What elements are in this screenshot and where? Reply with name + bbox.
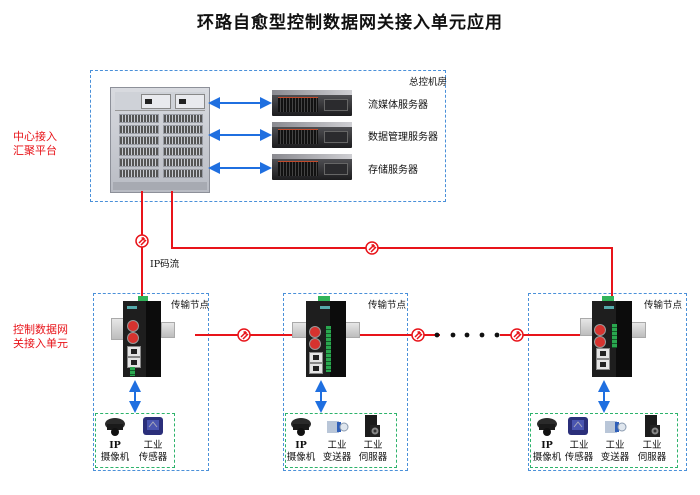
ring-line-return xyxy=(171,191,613,298)
ip-camera-icon xyxy=(105,418,125,436)
device-group xyxy=(530,413,678,468)
ellipsis-dot xyxy=(434,332,440,338)
device-label: 工业伺服器 xyxy=(637,440,667,463)
industrial-servo-icon xyxy=(645,415,660,437)
node-label: 传输节点 xyxy=(644,300,683,311)
device-group xyxy=(285,413,397,468)
gateway-converter-icon xyxy=(111,296,175,380)
node-label: 传输节点 xyxy=(171,300,210,311)
control-room-zone xyxy=(90,70,446,202)
center-access-label-line2: 汇聚平台 xyxy=(13,144,57,157)
fiber-link-icon xyxy=(365,241,379,255)
transmission-node-zone xyxy=(93,293,209,471)
industrial-transmitter-icon xyxy=(605,421,627,433)
center-access-label: 中心接入 汇聚平台 xyxy=(13,130,57,158)
node-label: 传输节点 xyxy=(368,300,407,311)
transmission-node-zone xyxy=(283,293,408,471)
server-label: 流媒体服务器 xyxy=(368,100,428,111)
device-label: 工业变送器 xyxy=(322,440,352,463)
control-room-label: 总控机房 xyxy=(409,77,448,88)
ellipsis-dots xyxy=(434,332,500,338)
industrial-servo-icon xyxy=(365,415,380,437)
device-label: 工业传感器 xyxy=(138,440,168,463)
ellipsis-dot xyxy=(464,332,470,338)
server-label: 数据管理服务器 xyxy=(368,132,438,143)
device-group xyxy=(95,413,175,468)
data-management-server-icon xyxy=(272,122,352,148)
gateway-converter-icon xyxy=(580,296,646,380)
ip-stream-label: IP码流 xyxy=(150,259,180,270)
industrial-sensor-icon xyxy=(143,417,163,435)
fiber-link-icon xyxy=(411,328,425,342)
storage-server-icon xyxy=(272,154,352,180)
access-unit-label: 控制数据网 关接入单元 xyxy=(13,323,68,351)
access-unit-label-line1: 控制数据网 xyxy=(13,323,68,336)
device-label: 工业伺服器 xyxy=(358,440,388,463)
industrial-sensor-icon xyxy=(568,417,588,435)
device-label: 工业传感器 xyxy=(564,440,594,463)
server-label: 存储服务器 xyxy=(368,165,418,176)
access-unit-label-line2: 关接入单元 xyxy=(13,337,68,350)
device-label: 工业变送器 xyxy=(600,440,630,463)
streaming-server-icon xyxy=(272,90,352,116)
fiber-link-icon xyxy=(510,328,524,342)
fiber-link-icon xyxy=(135,234,149,248)
diagram-title: 环路自愈型控制数据网关接入单元应用 xyxy=(197,13,503,33)
transmission-node-zone xyxy=(528,293,687,471)
center-access-label-line1: 中心接入 xyxy=(13,130,57,143)
ellipsis-dot xyxy=(450,332,456,338)
ip-camera-icon xyxy=(537,418,557,436)
ellipsis-dot xyxy=(479,332,485,338)
gateway-converter-icon xyxy=(292,296,360,380)
fiber-link-icon xyxy=(237,328,251,342)
ellipsis-dot xyxy=(494,332,500,338)
industrial-transmitter-icon xyxy=(327,421,349,433)
ip-camera-icon xyxy=(291,418,311,436)
